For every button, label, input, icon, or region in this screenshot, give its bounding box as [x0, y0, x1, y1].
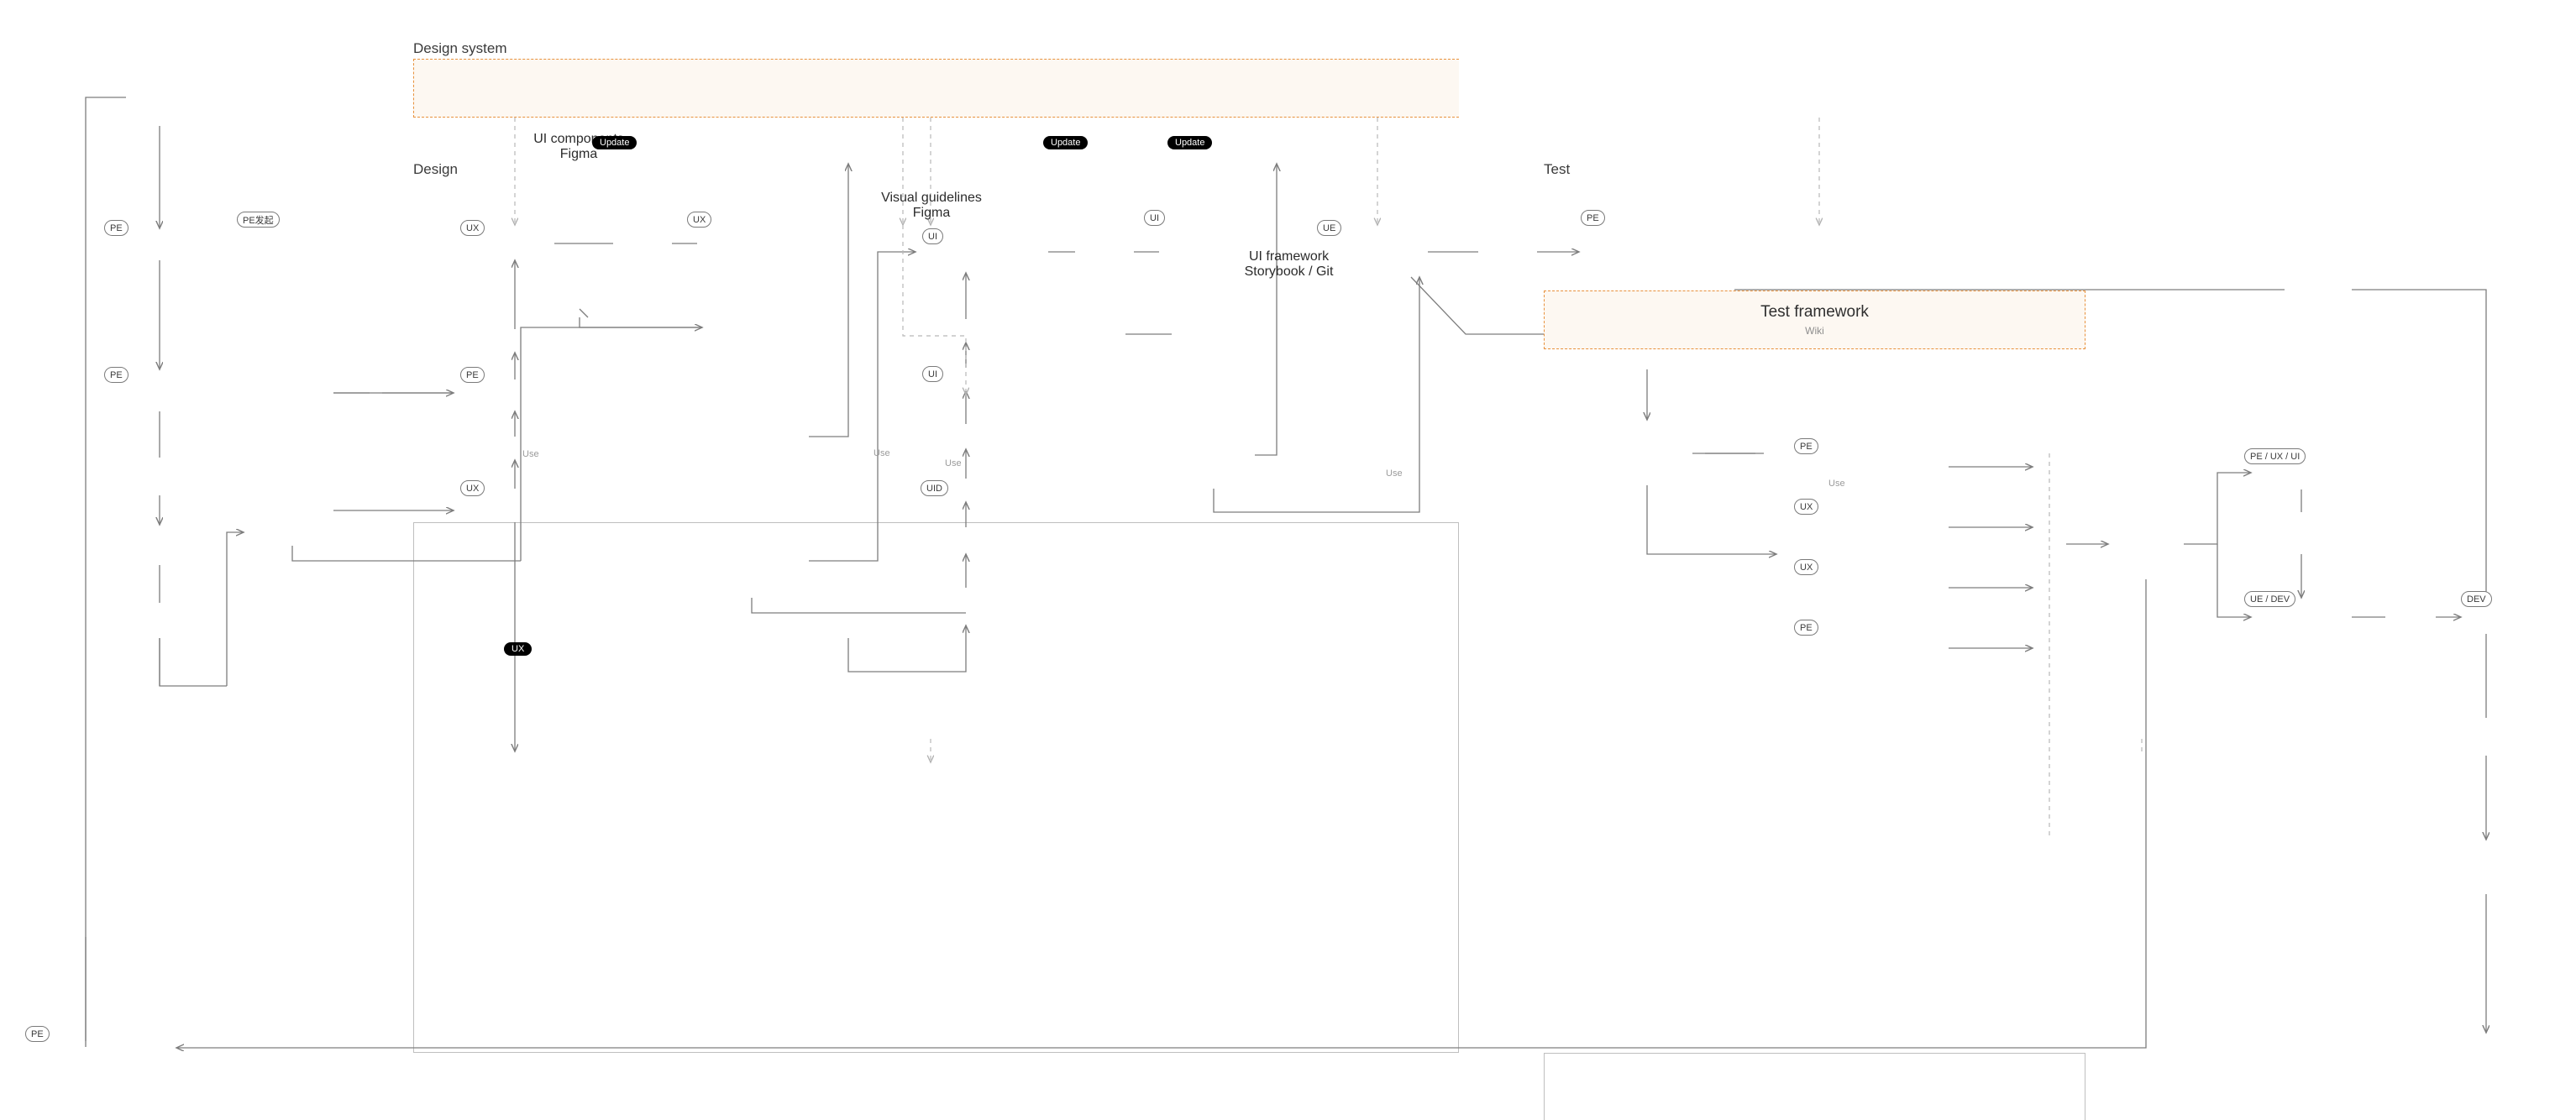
update-flag-1[interactable]: Update	[592, 136, 637, 149]
lane-ui-components[interactable]: UI components Figma	[413, 118, 744, 176]
role-chip-holistic-test: PE	[1794, 620, 1818, 636]
lane-test-framework[interactable]: Test framework Wiki	[1544, 290, 2085, 349]
use-label-4: Use	[1386, 468, 1403, 479]
role-chip-a11y-test: PE	[1794, 438, 1818, 454]
use-label-5: Use	[1828, 479, 1845, 489]
role-chip-kickoff: PE发起	[237, 212, 280, 228]
role-chip-frontend: UE	[1317, 220, 1342, 236]
role-chip-initial-design: UX	[460, 220, 485, 236]
use-label-3: Use	[945, 458, 962, 468]
role-chip-motion-design: UID	[921, 480, 948, 496]
lane-visual-guidelines[interactable]: Visual guidelines Figma	[744, 176, 1119, 235]
update-flag-3[interactable]: Update	[1167, 136, 1213, 149]
role-chip-test: PE	[1581, 210, 1605, 226]
role-chip-ux-review: UX	[687, 212, 712, 228]
design-system-strip	[413, 59, 1459, 118]
lane-tool: Figma	[559, 147, 598, 161]
role-chip-scenarios: PE	[460, 367, 485, 383]
role-chip-expert-review: UX	[1794, 559, 1819, 575]
lane-tool: Figma	[912, 206, 951, 220]
role-chip-ui-review: UI	[1144, 210, 1165, 226]
update-flag-2[interactable]: Update	[1043, 136, 1089, 149]
role-chip-retrospectives: PE	[25, 1026, 50, 1042]
use-label-2: Use	[874, 448, 890, 458]
lane-tool: Wiki	[1805, 325, 1824, 338]
role-chip-usability-test: UX	[1794, 499, 1819, 515]
lane-title: Test framework	[1760, 302, 1869, 321]
lane-tool: Storybook / Git	[1244, 264, 1334, 279]
design-section-frame	[413, 522, 1459, 1053]
role-chip-previous-research: UX	[460, 480, 485, 496]
test-section-frame	[1544, 1053, 2085, 1120]
ux-flag[interactable]: UX	[504, 642, 533, 656]
lane-ui-framework[interactable]: UI framework Storybook / Git	[1119, 235, 1459, 294]
role-chip-frontend-fix: UE / DEV	[2244, 591, 2296, 607]
section-title-test: Test	[1544, 161, 1571, 177]
role-chip-backend: DEV	[2461, 591, 2492, 607]
section-title-design-system: Design system	[413, 40, 507, 56]
role-chip-prototype-design: UI	[922, 228, 943, 244]
lane-title: UI framework	[1248, 249, 1330, 264]
role-chip-analysis: PE	[104, 220, 129, 236]
role-chip-visual-design: UI	[922, 366, 943, 382]
role-chip-planning: PE	[104, 367, 129, 383]
section-title-design: Design	[413, 161, 458, 177]
role-chip-design-fix: PE / UX / UI	[2244, 448, 2306, 464]
lane-title: Visual guidelines	[881, 191, 982, 205]
